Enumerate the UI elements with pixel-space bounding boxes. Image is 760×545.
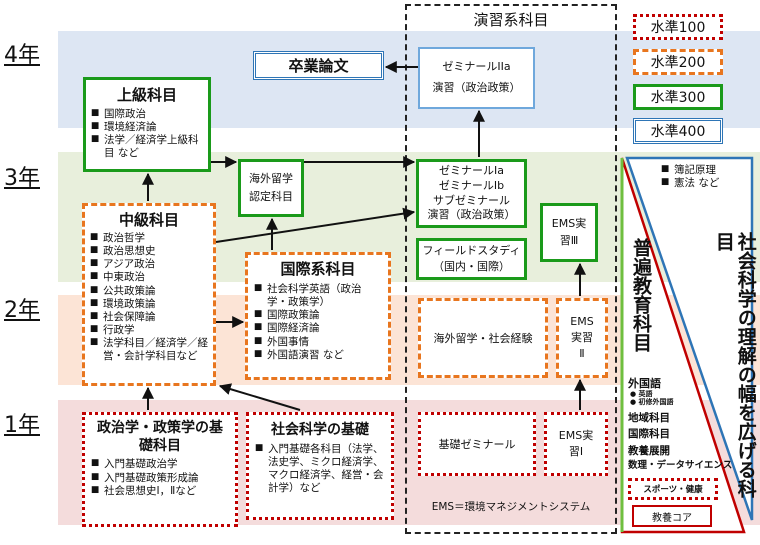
- intermediate-item-1: 政治哲学: [90, 232, 208, 245]
- year-label-3: 3年: [4, 166, 40, 191]
- basic-seminar-box: 基礎ゼミナール: [418, 412, 536, 476]
- seminar-column-frame: [405, 4, 617, 534]
- seminar-1-box: ゼミナールIa ゼミナールIb サブゼミナール 演習（政治政策）: [416, 159, 527, 228]
- legend-level-300: 水準300: [633, 84, 723, 110]
- social-science-vertical-title: 社会科学の理解の幅を広げる科目: [712, 232, 757, 498]
- field-study-box: フィールドスタディ （国内・国際）: [416, 238, 527, 280]
- ems-2-line3: Ⅱ: [579, 346, 585, 360]
- ems-definition-note: EMS＝環境マネジメントシステム: [431, 500, 591, 513]
- international-courses-box: 国際系科目 社会科学英語（政治学・政策学） 国際政策論 国際経済論 外国事情 外…: [245, 252, 391, 380]
- intermediate-courses-box: 中級科目 政治哲学 政治思想史 アジア政治 中東政治 公共政策論 環境政策論 社…: [82, 203, 216, 386]
- social-science-foundation-box: 社会科学の基礎 入門基礎各科目（法学、法史学、ミクロ経済学、マクロ経済学、経営・…: [246, 412, 394, 520]
- intermediate-item-7: 社会保障論: [90, 311, 208, 324]
- international-item-1: 社会科学英語（政治学・政策学）: [254, 283, 382, 309]
- year-label-1: 1年: [4, 413, 40, 438]
- advanced-item-3: 法学／経済学上級科目 など: [91, 134, 203, 160]
- ems-2-line2: 実習: [571, 331, 593, 345]
- general-top-item-2: 憲法 など: [661, 177, 751, 190]
- foreign-language-subitems: ● 英語 ● 初修外国語: [630, 390, 674, 407]
- seminar-1-line1: ゼミナールIa: [439, 163, 504, 177]
- advanced-item-1: 国際政治: [91, 108, 203, 121]
- general-education-list: 地域科目 国際科目 教養展開 数理・データサイエンス: [628, 410, 732, 474]
- study-abroad-credit-box: 海外留学 認定科目: [238, 159, 304, 217]
- foreign-sub-english: ● 英語: [630, 390, 653, 398]
- foreign-sub-other: ● 初修外国語: [630, 398, 674, 407]
- international-item-5: 外国語演習 など: [254, 349, 382, 362]
- ems-1-line2: 習Ⅰ: [568, 445, 584, 458]
- intermediate-item-8: 行政学: [90, 324, 208, 337]
- general-education-top-items: 簿記原理 憲法 など: [661, 164, 751, 190]
- legend-level-100: 水準100: [633, 14, 723, 40]
- field-study-line2: （国内・国際）: [433, 260, 510, 273]
- social-science-foundation-item-1: 入門基礎各科目（法学、法史学、ミクロ経済学、マクロ経済学、経営・会計学）など: [255, 443, 385, 496]
- international-item-4: 外国事情: [254, 336, 382, 349]
- year-label-4: 4年: [4, 43, 40, 68]
- field-study-line1: フィールドスタディ: [422, 244, 521, 258]
- international-courses-title: 国際系科目: [280, 260, 356, 278]
- advanced-courses-box: 上級科目 国際政治 環境経済論 法学／経済学上級科目 など: [83, 77, 211, 172]
- abroad-social-experience-box: 海外留学・社会経験: [418, 298, 548, 378]
- intermediate-item-9: 法学科目／経済学／経営・会計学科目など: [90, 337, 208, 363]
- social-science-foundation-title: 社会科学の基礎: [271, 422, 369, 438]
- advanced-item-2: 環境経済論: [91, 121, 203, 134]
- seminar-2a-line1: ゼミナールIIa: [442, 60, 511, 74]
- general-list-item-1: 地域科目: [628, 412, 670, 424]
- ems-3-line1: EMS実: [551, 217, 587, 230]
- ems-3-line2: 習Ⅲ: [559, 233, 579, 247]
- graduation-thesis-box: 卒業論文: [253, 51, 384, 80]
- general-list-item-4: 数理・データサイエンス: [628, 459, 733, 471]
- advanced-courses-title: 上級科目: [116, 86, 177, 104]
- politics-foundation-box: 政治学・政策学の基礎科目 入門基礎政治学 入門基礎政策形成論 社会思想史Ⅰ，Ⅱな…: [82, 412, 238, 527]
- general-education-vertical-title: 普遍教育科目: [630, 238, 652, 352]
- general-list-item-2: 国際科目: [628, 428, 670, 441]
- seminar-1-line3: サブゼミナール: [433, 193, 510, 207]
- ems-2-box: EMS 実習 Ⅱ: [556, 298, 608, 378]
- politics-foundation-title: 政治学・政策学の基礎科目: [97, 420, 223, 455]
- seminar-column-header: 演習系科目: [473, 10, 549, 29]
- liberal-arts-core-box: 教養コア: [632, 505, 712, 527]
- ems-1-line1: EMS実: [558, 428, 594, 442]
- intermediate-item-2: 政治思想史: [90, 245, 208, 258]
- study-abroad-line1: 海外留学: [249, 172, 293, 186]
- year-label-2: 2年: [4, 298, 40, 323]
- international-item-2: 国際政策論: [254, 309, 382, 322]
- foreign-language-label: 外国語: [628, 377, 661, 390]
- legend-level-200: 水準200: [633, 49, 723, 75]
- politics-foundation-item-1: 入門基礎政治学: [91, 458, 229, 471]
- politics-foundation-item-3: 社会思想史Ⅰ，Ⅱなど: [91, 485, 229, 498]
- ems-2-line1: EMS: [570, 315, 594, 329]
- sports-health-box: スポーツ・健康: [628, 478, 718, 500]
- seminar-2a-line2: 演習（政治政策）: [432, 81, 521, 94]
- international-item-3: 国際経済論: [254, 322, 382, 335]
- seminar-1-line4: 演習（政治政策）: [427, 208, 516, 222]
- intermediate-courses-title: 中級科目: [118, 211, 179, 229]
- seminar-2a-box: ゼミナールIIa 演習（政治政策）: [418, 47, 535, 109]
- ems-3-box: EMS実 習Ⅲ: [540, 203, 598, 262]
- intermediate-item-3: アジア政治: [90, 258, 208, 271]
- general-list-item-3: 教養展開: [628, 444, 670, 457]
- ems-1-box: EMS実 習Ⅰ: [544, 412, 608, 476]
- general-top-item-1: 簿記原理: [661, 164, 751, 177]
- intermediate-item-5: 公共政策論: [90, 285, 208, 298]
- politics-foundation-item-2: 入門基礎政策形成論: [91, 472, 229, 485]
- study-abroad-line2: 認定科目: [249, 190, 293, 203]
- intermediate-item-6: 環境政策論: [90, 298, 208, 311]
- intermediate-item-4: 中東政治: [90, 271, 208, 284]
- seminar-1-line2: ゼミナールIb: [438, 178, 505, 192]
- legend-level-400: 水準400: [633, 118, 723, 144]
